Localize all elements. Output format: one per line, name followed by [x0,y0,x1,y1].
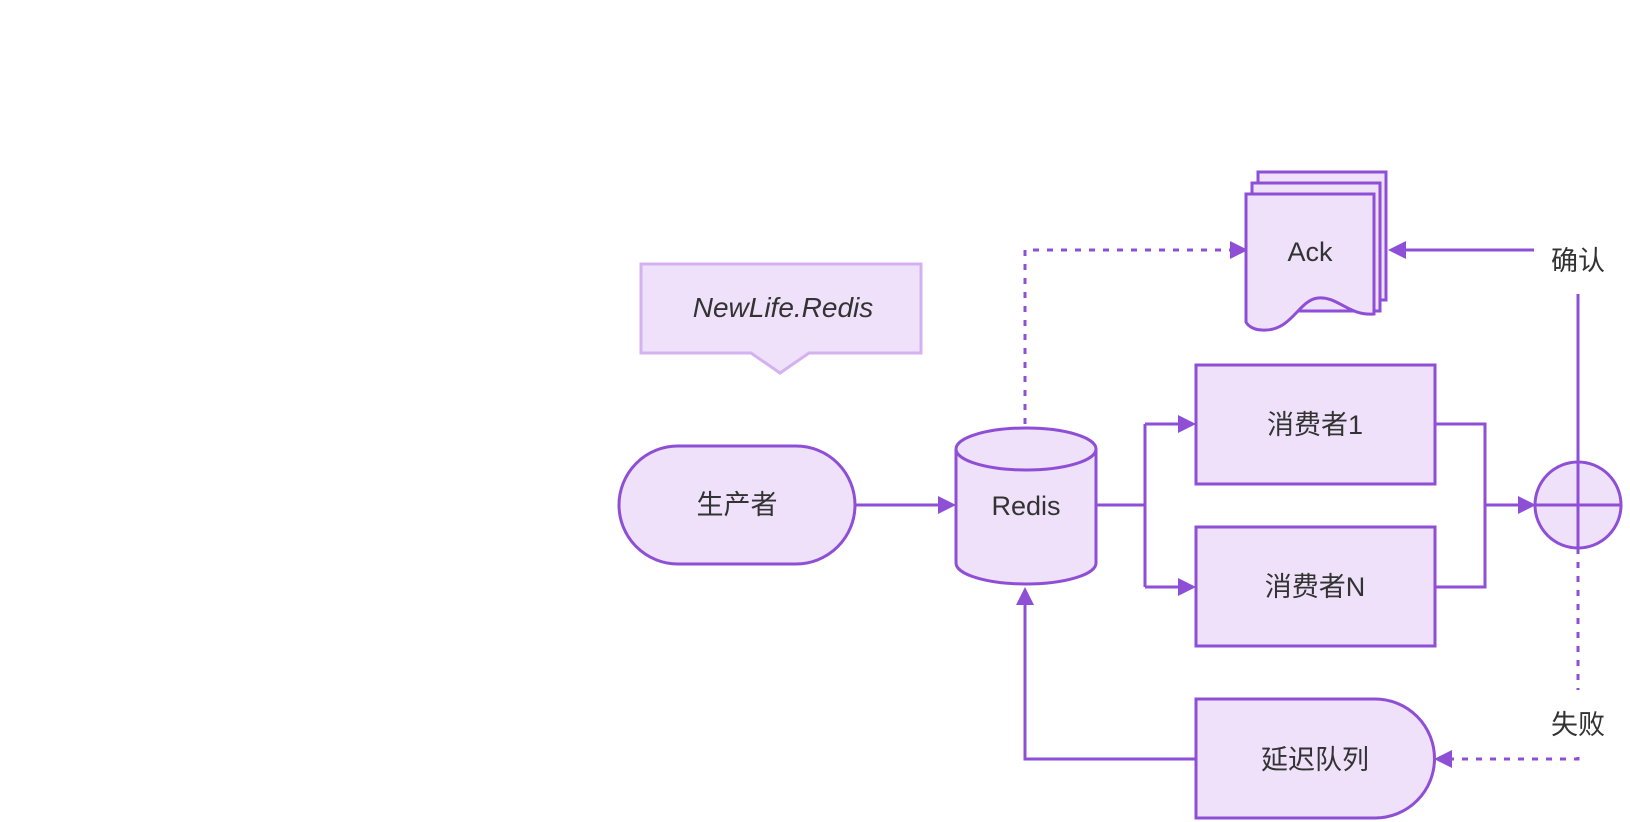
delay-queue-label: 延迟队列 [1261,745,1369,775]
node-ack: Ack [1244,170,1388,332]
node-consumer-1: 消费者1 [1194,363,1437,486]
edge-label-fail: 失败 [1551,710,1605,740]
node-delay-queue: 延迟队列 [1194,697,1436,820]
node-producer: 生产者 [617,444,857,566]
edge-junction-to-delay-queue [1434,548,1580,768]
node-junction [1533,460,1623,550]
node-redis: Redis [954,426,1098,586]
edge-producer-to-redis [855,496,956,514]
edge-label-confirm: 确认 [1551,246,1605,276]
edge-consumers-to-junction [1435,422,1536,589]
node-consumer-n: 消费者N [1194,525,1437,648]
edge-redis-to-ack [1023,241,1248,424]
ack-label: Ack [1287,237,1333,267]
callout-label: NewLife.Redis [693,292,874,323]
edge-junction-to-ack [1388,241,1580,462]
callout-newlife-redis: NewLife.Redis [639,262,923,375]
consumer-1-label: 消费者1 [1267,410,1363,440]
edge-delay-queue-to-redis [1016,587,1195,761]
redis-label: Redis [991,491,1060,521]
consumer-n-label: 消费者N [1265,572,1366,602]
producer-label: 生产者 [697,490,778,520]
edge-redis-to-consumers [1096,415,1196,596]
